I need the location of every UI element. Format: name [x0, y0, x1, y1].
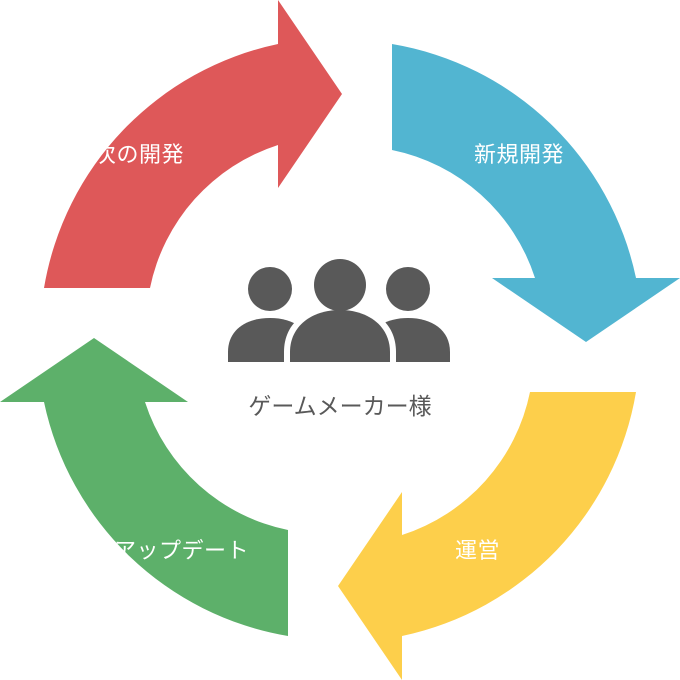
arrow-next-development — [44, 0, 342, 288]
user-right-head — [386, 267, 430, 311]
arrow-update — [0, 338, 288, 636]
label-new-development: 新規開発 — [474, 143, 565, 168]
users-group-icon — [228, 255, 450, 366]
user-center-body — [290, 310, 390, 362]
arrow-new-development — [392, 44, 680, 342]
user-left-head — [248, 267, 292, 311]
arrow-operation — [338, 392, 636, 680]
label-next-development: 次の開発 — [94, 143, 185, 168]
label-operation: 運営 — [455, 539, 501, 564]
center-title: ゲームメーカー様 — [248, 394, 432, 420]
label-update: アップデート — [114, 539, 250, 564]
user-center-head — [314, 259, 366, 311]
